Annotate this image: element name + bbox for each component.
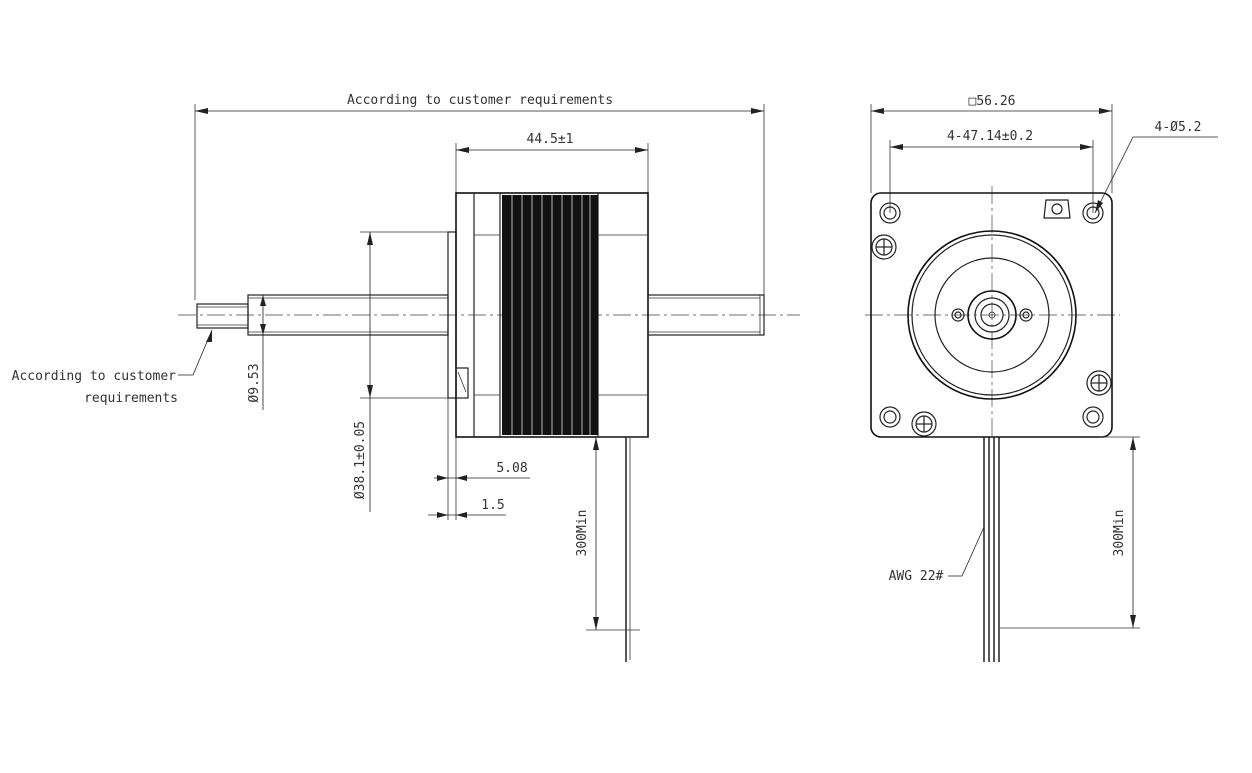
flange-offset-label: 1.5 (481, 498, 504, 513)
hole-spacing-label: 4-47.14±0.2 (947, 129, 1033, 144)
side-lead-length-label: 300Min (575, 510, 590, 557)
front-lead-wires (983, 437, 1000, 662)
shaft-diameter-label: Ø9.53 (247, 363, 262, 402)
front-shaft (196, 294, 449, 336)
frame-size-dimension: □56.26 (871, 94, 1112, 114)
boss-diameter-label: Ø38.1±0.05 (353, 421, 368, 499)
boss-height-dimension: 5.08 (434, 461, 530, 481)
phillips-screws (871, 234, 1112, 437)
overall-length-dimension: According to customer requirements (195, 93, 764, 114)
shaft-end-note-line1: According to customer (12, 369, 177, 384)
left-slot (951, 308, 965, 322)
motor-body (455, 192, 649, 438)
right-slot (1019, 308, 1033, 322)
front-lead-length-dimension: 300Min (1112, 437, 1136, 628)
boss-diameter-dimension: Ø38.1±0.05 (353, 232, 373, 512)
shaft-end-note-line2: requirements (84, 391, 178, 406)
frame-size-label: □56.26 (969, 94, 1016, 109)
side-lead-wire (625, 437, 631, 662)
shaft-end-note: According to customer requirements (12, 329, 213, 406)
body-length-label: 44.5±1 (527, 132, 574, 147)
front-view: □56.26 4-47.14±0.2 4-Ø5.2 (865, 94, 1218, 662)
shaft-end (980, 303, 1004, 327)
front-cover-outer (907, 230, 1077, 400)
boss-height-label: 5.08 (496, 461, 527, 476)
hole-diameter-label: 4-Ø5.2 (1155, 120, 1202, 135)
shaft-diameter-dimension: Ø9.53 (247, 295, 266, 410)
side-lead-length-dimension: 300Min (575, 437, 599, 630)
hole-diameter-callout: 4-Ø5.2 (1094, 120, 1218, 214)
mounting-holes (879, 202, 1104, 428)
wire-gauge-callout: AWG 22# (889, 526, 985, 584)
motor-frame-face (870, 192, 1113, 438)
wire-gauge-label: AWG 22# (889, 569, 944, 584)
flange-offset-dimension: 1.5 (428, 498, 506, 518)
pilot-circle (934, 257, 1050, 373)
front-lead-length-label: 300Min (1112, 510, 1127, 557)
body-length-dimension: 44.5±1 (456, 132, 648, 153)
rear-shaft (647, 294, 765, 336)
top-right-feature (1043, 199, 1071, 219)
hole-spacing-dimension: 4-47.14±0.2 (890, 129, 1093, 150)
lamination-stack (502, 195, 598, 435)
bearing-outer (967, 290, 1017, 340)
overall-length-label: According to customer requirements (347, 93, 613, 108)
side-view: According to customer requirements 44.5±… (12, 93, 800, 662)
